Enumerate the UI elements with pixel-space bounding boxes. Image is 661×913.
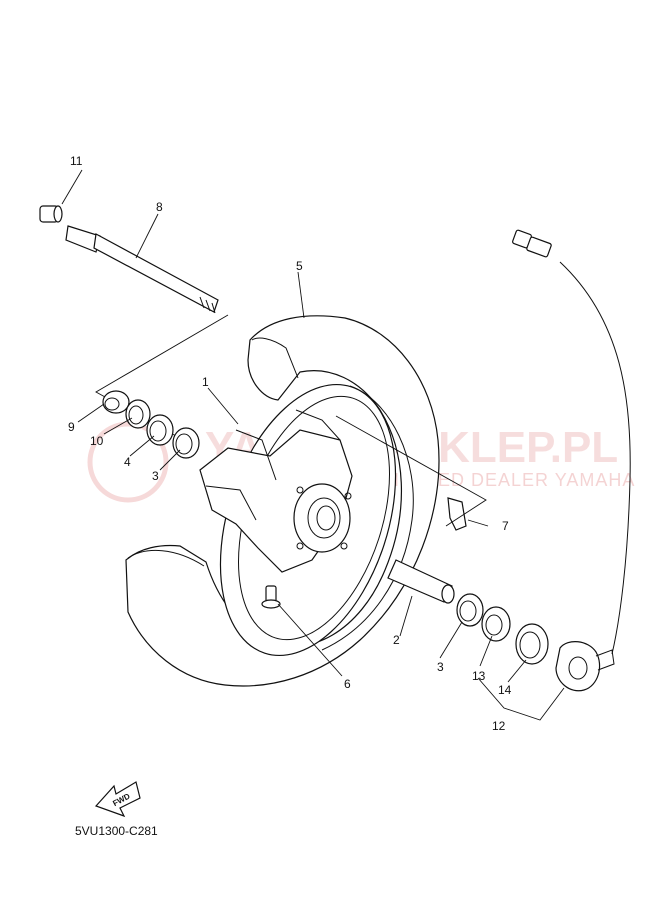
fwd-arrow-icon: FWD (94, 781, 141, 818)
diagram-code: 5VU1300-C281 (75, 824, 158, 838)
leader-lines (61, 169, 565, 721)
part-8-axle (65, 225, 219, 314)
callouts: 11 8 5 1 9 10 4 3 7 2 3 13 6 14 12 (68, 154, 512, 733)
part-2-collar (387, 559, 455, 604)
callout-12: 12 (492, 719, 506, 733)
speedometer-cable (512, 229, 631, 692)
part-6-valve (261, 585, 281, 609)
clip-bracket-line (335, 415, 487, 527)
part-4-bearing (146, 414, 174, 446)
part-1-wheel (199, 383, 397, 657)
callout-4: 4 (124, 455, 131, 469)
callout-5: 5 (296, 259, 303, 273)
callout-11: 11 (70, 154, 83, 168)
callout-3-right: 3 (437, 660, 444, 674)
part-3-bearing-right (456, 593, 484, 627)
callout-8: 8 (156, 200, 163, 214)
part-11-cap-nut (39, 205, 63, 223)
part-9-collar (102, 390, 130, 414)
callout-9: 9 (68, 420, 75, 434)
callout-6: 6 (344, 677, 351, 691)
part-14-oil-seal (515, 623, 549, 665)
callout-1: 1 (202, 375, 209, 389)
part-10-oil-seal (125, 399, 151, 429)
part-7-clip (447, 497, 467, 531)
callout-13: 13 (472, 669, 486, 683)
callout-2: 2 (393, 633, 400, 647)
watermark-logo-icon (87, 421, 169, 503)
part-13-gear (481, 606, 511, 642)
callout-7: 7 (502, 519, 509, 533)
callout-3-left: 3 (152, 469, 159, 483)
callout-14: 14 (498, 683, 512, 697)
callout-10: 10 (90, 434, 104, 448)
